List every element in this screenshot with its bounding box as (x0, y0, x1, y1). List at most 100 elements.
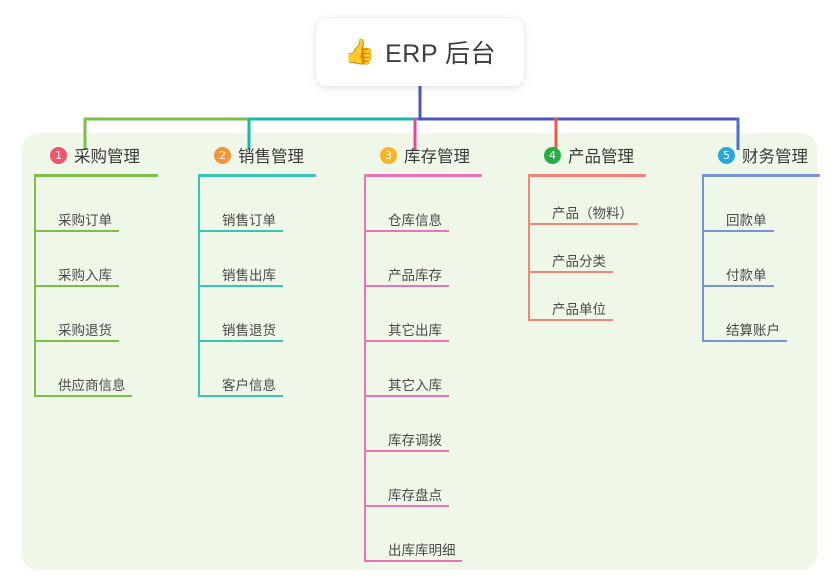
column-header-4[interactable]: 4 产品管理 (528, 142, 646, 168)
leaf-item-label: 产品分类 (552, 254, 606, 269)
branch-spine-2 (198, 177, 200, 397)
column-header-1[interactable]: 1 采购管理 (34, 142, 158, 168)
leaf-item-label: 仓库信息 (388, 213, 442, 228)
thumbs-up-icon: 👍 (343, 37, 376, 66)
leaf-item-underline (364, 560, 462, 562)
leaf-item-underline (364, 395, 449, 397)
column-underline-3 (364, 174, 482, 177)
column-title-4: 产品管理 (568, 148, 634, 166)
leaf-item[interactable]: 库存盘点 (364, 452, 482, 507)
leaf-item[interactable]: 产品分类 (528, 225, 646, 273)
leaf-item-label: 产品单位 (552, 302, 606, 317)
column-title-1: 采购管理 (74, 148, 140, 166)
leaf-item[interactable]: 仓库信息 (364, 177, 482, 232)
root-title: ERP 后台 (385, 40, 497, 68)
root-node[interactable]: 👍 ERP 后台 (316, 18, 524, 86)
leaf-item[interactable]: 销售订单 (198, 177, 316, 232)
leaf-item-label: 回款单 (726, 213, 767, 228)
leaf-item-underline (364, 340, 449, 342)
leaf-item-label: 产品（物料） (552, 206, 633, 221)
leaf-item-label: 采购入库 (58, 268, 112, 283)
leaf-item[interactable]: 产品单位 (528, 273, 646, 321)
diagram-panel (22, 133, 817, 570)
branch-spine-3 (364, 177, 366, 562)
leaf-item[interactable]: 结算账户 (702, 287, 820, 342)
leaf-item-label: 销售退货 (222, 323, 276, 338)
leaf-item-underline (34, 395, 132, 397)
column-badge-2: 2 (214, 146, 231, 164)
column-items-5: 回款单付款单结算账户 (702, 177, 820, 342)
column-underline-4 (528, 174, 646, 177)
leaf-item[interactable]: 付款单 (702, 232, 820, 287)
leaf-item-underline (702, 230, 774, 232)
column-4: 4 产品管理产品（物料） 产品分类产品单位 (528, 142, 646, 321)
column-2: 2 销售管理销售订单销售出库销售退货客户信息 (198, 142, 316, 397)
leaf-item-underline (702, 340, 787, 342)
column-header-2[interactable]: 2 销售管理 (198, 142, 316, 168)
leaf-item[interactable]: 回款单 (702, 177, 820, 232)
leaf-item-label: 出库库明细 (388, 543, 456, 558)
column-items-2: 销售订单销售出库销售退货客户信息 (198, 177, 316, 397)
column-title-2: 销售管理 (238, 148, 304, 166)
leaf-item-label: 采购退货 (58, 323, 112, 338)
leaf-item-underline (528, 223, 638, 225)
leaf-item[interactable]: 采购订单 (34, 177, 158, 232)
leaf-item-underline (34, 285, 119, 287)
column-title-3: 库存管理 (404, 148, 470, 166)
leaf-item[interactable]: 采购退货 (34, 287, 158, 342)
leaf-item-underline (34, 340, 119, 342)
leaf-item-underline (198, 230, 283, 232)
leaf-item-underline (198, 285, 283, 287)
leaf-item[interactable]: 销售出库 (198, 232, 316, 287)
leaf-item-label: 客户信息 (222, 378, 276, 393)
leaf-item-underline (198, 395, 283, 397)
leaf-item-label: 其它出库 (388, 323, 442, 338)
leaf-item-label: 付款单 (726, 268, 767, 283)
leaf-item-underline (364, 285, 449, 287)
branch-spine-4 (528, 177, 530, 321)
leaf-item-label: 库存调拨 (388, 433, 442, 448)
column-underline-2 (198, 174, 316, 177)
leaf-item[interactable]: 产品（物料） (528, 177, 646, 225)
leaf-item[interactable]: 供应商信息 (34, 342, 158, 397)
column-items-1: 采购订单采购入库采购退货供应商信息 (34, 177, 158, 397)
column-items-4: 产品（物料） 产品分类产品单位 (528, 177, 646, 321)
leaf-item-label: 采购订单 (58, 213, 112, 228)
leaf-item-label: 供应商信息 (58, 378, 126, 393)
leaf-item-label: 产品库存 (388, 268, 442, 283)
leaf-item[interactable]: 产品库存 (364, 232, 482, 287)
leaf-item-underline (364, 230, 449, 232)
leaf-item-underline (198, 340, 283, 342)
leaf-item-label: 销售出库 (222, 268, 276, 283)
column-underline-5 (702, 174, 820, 177)
column-badge-1: 1 (50, 146, 67, 164)
leaf-item[interactable]: 采购入库 (34, 232, 158, 287)
leaf-item[interactable]: 客户信息 (198, 342, 316, 397)
branch-spine-1 (34, 177, 36, 397)
leaf-item-label: 其它入库 (388, 378, 442, 393)
column-items-3: 仓库信息产品库存其它出库其它入库库存调拨库存盘点出库库明细 (364, 177, 482, 562)
leaf-item-underline (364, 505, 449, 507)
leaf-item-underline (364, 450, 449, 452)
leaf-item-underline (528, 319, 613, 321)
leaf-item[interactable]: 出库库明细 (364, 507, 482, 562)
column-underline-1 (34, 174, 158, 177)
leaf-item[interactable]: 其它入库 (364, 342, 482, 397)
leaf-item-label: 销售订单 (222, 213, 276, 228)
leaf-item[interactable]: 销售退货 (198, 287, 316, 342)
leaf-item-label: 库存盘点 (388, 488, 442, 503)
leaf-item[interactable]: 库存调拨 (364, 397, 482, 452)
leaf-item-underline (702, 285, 774, 287)
column-1: 1 采购管理采购订单采购入库采购退货供应商信息 (34, 142, 158, 397)
branch-spine-5 (702, 177, 704, 342)
column-badge-4: 4 (544, 146, 561, 164)
leaf-item[interactable]: 其它出库 (364, 287, 482, 342)
leaf-item-label: 结算账户 (726, 323, 780, 338)
leaf-item-underline (34, 230, 119, 232)
column-badge-5: 5 (718, 146, 735, 164)
